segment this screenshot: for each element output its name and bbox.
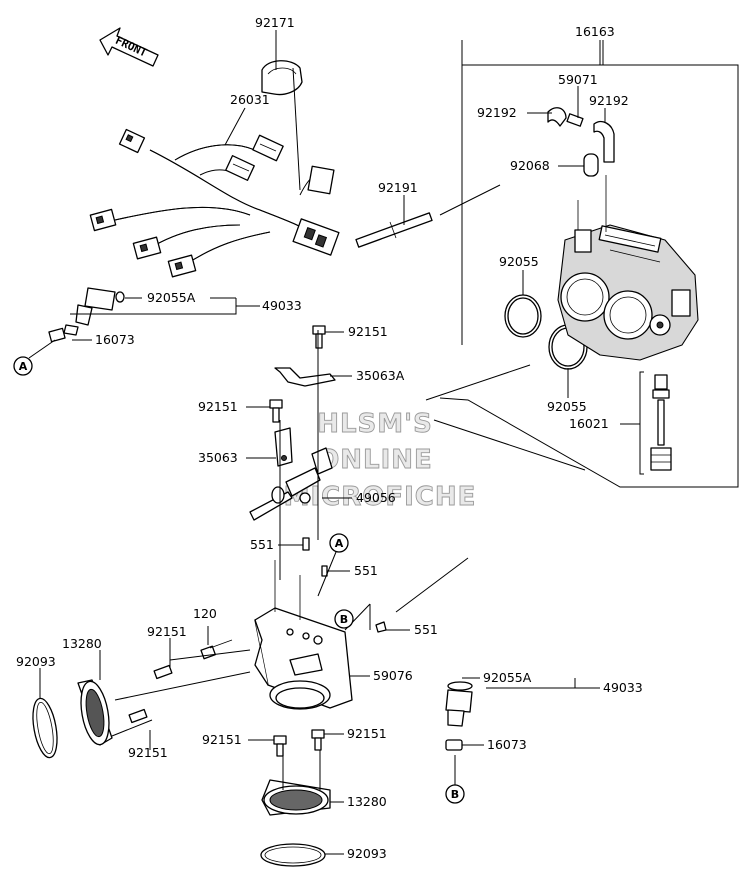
reference-marker-b-bottom: B — [445, 784, 465, 804]
harness-main-connector — [292, 218, 340, 256]
wiring-harness — [89, 128, 340, 278]
o-ring-92055-upper — [504, 294, 542, 338]
watermark: HLSM'S ONLINE MICROFICHE — [283, 409, 477, 513]
label-92055a-lower: 92055A — [483, 670, 532, 685]
fuel-delivery-pipe — [249, 447, 333, 521]
o-ring-92093-bottom — [260, 843, 326, 867]
label-92151-d: 92151 — [128, 745, 168, 760]
label-92171: 92171 — [255, 15, 295, 30]
label-92055-lower: 92055 — [547, 399, 587, 414]
reference-marker-a-left: A — [13, 356, 33, 376]
bracket-35063a — [274, 367, 336, 387]
label-92151-f: 92151 — [347, 726, 387, 741]
pin-551-a — [302, 537, 310, 551]
bolt-92151-center-right — [311, 729, 325, 751]
fuel-injector-upper — [63, 287, 125, 336]
label-16163: 16163 — [575, 24, 615, 39]
label-551-b: 551 — [354, 563, 378, 578]
label-92068: 92068 — [510, 158, 550, 173]
vacuum-hose-left — [547, 107, 567, 127]
label-13280-lower: 13280 — [347, 794, 387, 809]
bolt-92151-center-left — [273, 735, 287, 757]
label-26031: 26031 — [230, 92, 270, 107]
hose-clamp-13280-lower — [261, 779, 331, 816]
label-16073-upper: 16073 — [95, 332, 135, 347]
label-120: 120 — [193, 606, 217, 621]
label-13280-upper: 13280 — [62, 636, 102, 651]
vacuum-joint — [566, 113, 584, 127]
label-92151-a: 92151 — [348, 324, 388, 339]
label-92151-b: 92151 — [198, 399, 238, 414]
leader-lines — [28, 30, 640, 855]
harness-connector-6 — [167, 254, 197, 278]
watermark-line-2: ONLINE — [317, 445, 433, 475]
front-direction-arrow: FRONT — [99, 27, 159, 67]
hose-clamp-13280-upper — [77, 679, 113, 746]
o-ring-92093-left — [32, 697, 58, 759]
bracket-35063 — [274, 427, 293, 467]
label-49033-lower: 49033 — [603, 680, 643, 695]
label-59076: 59076 — [373, 668, 413, 683]
harness-connector-1 — [118, 128, 146, 154]
reference-marker-a-mid: A — [329, 533, 349, 553]
label-92151-c: 92151 — [147, 624, 187, 639]
pin-551-c — [375, 621, 387, 633]
marker-a-left-letter: A — [19, 360, 28, 373]
throttle-body-assembly — [557, 175, 699, 361]
harness-small-block — [307, 165, 335, 195]
label-92191: 92191 — [378, 180, 418, 195]
vacuum-cap — [583, 153, 599, 177]
label-92151-e: 92151 — [202, 732, 242, 747]
harness-connector-3 — [225, 155, 255, 181]
fuel-pipe — [355, 212, 433, 248]
reference-marker-b-mid: B — [334, 609, 354, 629]
label-35063a: 35063A — [356, 368, 405, 383]
watermark-line-1: HLSM'S — [317, 409, 433, 439]
label-551-c: 551 — [414, 622, 438, 637]
label-92093-left: 92093 — [16, 654, 56, 669]
harness-connector-2 — [252, 134, 284, 162]
harness-connector-5 — [132, 236, 162, 260]
label-49033-upper: 49033 — [262, 298, 302, 313]
label-92192-right: 92192 — [589, 93, 629, 108]
label-16021: 16021 — [569, 416, 609, 431]
label-92055-upper: 92055 — [499, 254, 539, 269]
label-49056: 49056 — [356, 490, 396, 505]
label-92192-left: 92192 — [477, 105, 517, 120]
label-92093-bottom: 92093 — [347, 846, 387, 861]
bolt-92151-left-lower — [128, 708, 148, 724]
label-551-a: 551 — [250, 537, 274, 552]
injector-cap-lower — [445, 739, 463, 751]
injector-cap-upper — [48, 327, 66, 343]
bolt-92151-left-upper — [153, 664, 173, 680]
harness-clamp — [261, 60, 303, 96]
label-59071: 59071 — [558, 72, 598, 87]
throttle-body-lower — [254, 560, 353, 710]
fuel-injector-lower — [445, 681, 473, 727]
bolt-92151-mid — [269, 399, 283, 423]
throttle-body-assembly-frame — [439, 40, 739, 488]
label-35063: 35063 — [198, 450, 238, 465]
label-16073-lower: 16073 — [487, 737, 527, 752]
marker-b-mid-letter: B — [340, 613, 348, 626]
bolt-92151-upper — [312, 325, 326, 349]
harness-connector-4 — [89, 208, 117, 232]
marker-b-bottom-letter: B — [451, 788, 459, 801]
part-number-labels: 92171 26031 16163 59071 92192 92192 9206… — [16, 15, 643, 861]
idle-sensor — [650, 374, 672, 471]
label-92055a-upper: 92055A — [147, 290, 196, 305]
pin-551-b — [321, 565, 328, 577]
marker-a-mid-letter: A — [335, 537, 344, 550]
sensor-bracket-line — [639, 371, 644, 475]
vacuum-hose-right — [593, 120, 615, 163]
watermark-line-3: MICROFICHE — [284, 482, 477, 512]
